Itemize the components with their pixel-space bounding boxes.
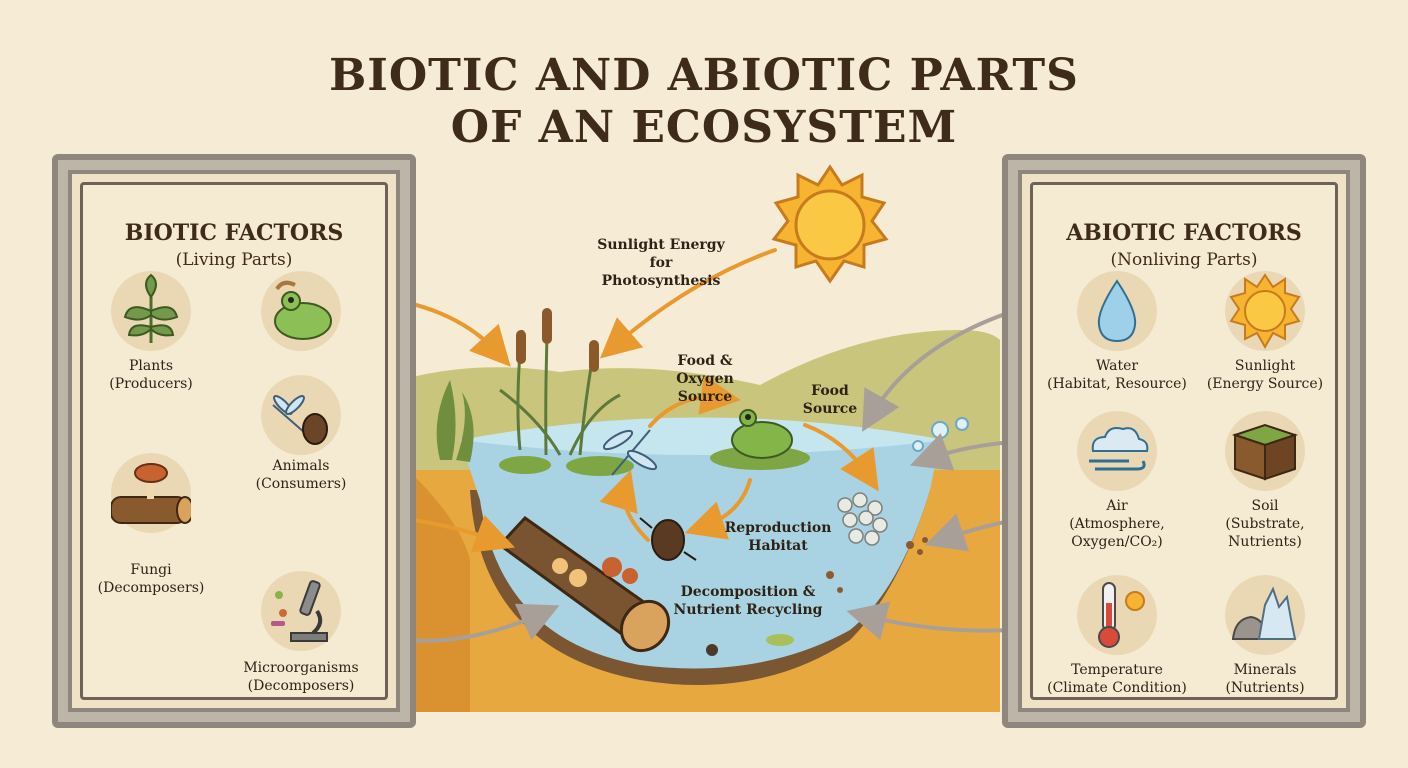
pond-water bbox=[460, 420, 940, 669]
abiotic-item-air: Air(Atmosphere,Oxygen/CO₂) bbox=[1069, 498, 1165, 550]
frog-eggs bbox=[837, 492, 888, 546]
page-title-line-1: BIOTIC AND ABIOTIC PARTS bbox=[329, 50, 1079, 101]
frog-icon bbox=[261, 271, 341, 351]
dragonfly-icon bbox=[602, 429, 658, 476]
arrow-frog-to-beetle bbox=[684, 478, 752, 540]
arrow-food-oxygen bbox=[648, 375, 741, 428]
biotic-factors-panel: BIOTIC FACTORS (Living Parts) Plants(Pro… bbox=[52, 154, 416, 728]
arrow-food-source bbox=[803, 423, 879, 492]
abiotic-item-temperature: Temperature(Climate Condition) bbox=[1047, 662, 1187, 696]
abiotic-subheading: (Nonliving Parts) bbox=[1110, 250, 1258, 270]
soil-icon bbox=[1225, 411, 1305, 491]
frog-icon bbox=[731, 409, 793, 459]
abiotic-item-soil: Soil(Substrate,Nutrients) bbox=[1225, 498, 1305, 550]
mite-icon bbox=[706, 644, 718, 656]
abiotic-item-water: Water(Habitat, Resource) bbox=[1047, 358, 1187, 392]
biotic-heading: BIOTIC FACTORS bbox=[124, 220, 344, 246]
sun-icon bbox=[771, 164, 889, 284]
insects-icon bbox=[261, 375, 341, 455]
biotic-item-animals: Animals(Consumers) bbox=[255, 458, 347, 492]
water-drop-icon bbox=[1077, 271, 1157, 351]
lily-pad bbox=[566, 456, 634, 476]
abiotic-heading: ABIOTIC FACTORS bbox=[1066, 220, 1302, 246]
rotting-log bbox=[497, 516, 671, 653]
abiotic-item-sunlight: Sunlight(Energy Source) bbox=[1206, 358, 1324, 392]
label-decomposition: Decomposition &Nutrient Recycling bbox=[673, 584, 823, 618]
sun-icon bbox=[1225, 271, 1305, 351]
air-cloud-icon bbox=[1077, 411, 1157, 491]
lily-pad bbox=[499, 456, 551, 474]
soil-band bbox=[408, 470, 470, 712]
arrow-beetle-to-dragonfly bbox=[599, 469, 650, 542]
arrow-sunlight-to-plants bbox=[599, 248, 777, 359]
abiotic-factors-panel: ABIOTIC FACTORS (Nonliving Parts) Water(… bbox=[1002, 154, 1366, 728]
microorganism bbox=[766, 634, 794, 646]
thermometer-icon bbox=[1077, 575, 1157, 655]
biotic-subheading: (Living Parts) bbox=[175, 250, 293, 270]
water-weed bbox=[436, 380, 474, 462]
soil-particles bbox=[826, 537, 928, 593]
page-title-line-2: OF AN ECOSYSTEM bbox=[450, 102, 958, 153]
biotic-item-plants: Plants(Producers) bbox=[109, 358, 193, 392]
plant-icon bbox=[111, 271, 191, 351]
biotic-item-microorganisms: Microorganisms(Decomposers) bbox=[243, 660, 359, 694]
microscope-icon bbox=[261, 571, 341, 651]
abiotic-item-minerals: Minerals(Nutrients) bbox=[1225, 662, 1305, 696]
minerals-icon bbox=[1225, 575, 1305, 655]
beetle-icon bbox=[639, 517, 697, 561]
biotic-item-fungi: Fungi(Decomposers) bbox=[97, 562, 205, 596]
fungi-icon bbox=[111, 453, 191, 533]
